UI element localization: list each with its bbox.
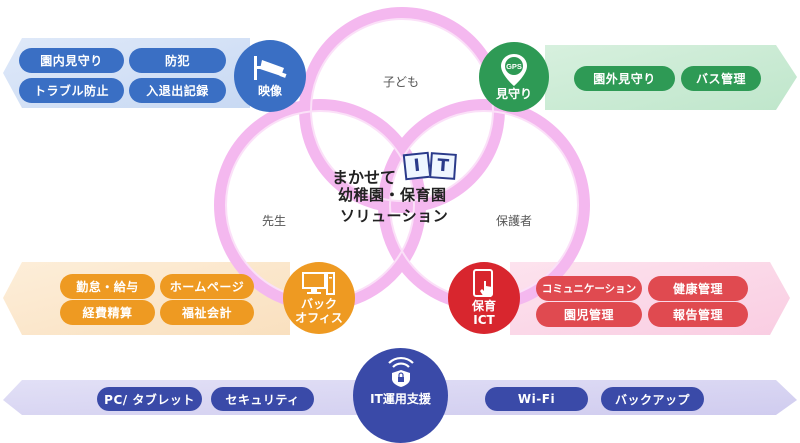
svg-text:GPS: GPS [506, 62, 522, 71]
ict-hub-label-1: 保育 [471, 299, 496, 313]
watch-item-1[interactable]: 園外見守り [574, 66, 675, 91]
video-item-3[interactable]: トラブル防止 [19, 78, 124, 103]
backoffice-hub-label-2: オフィス [295, 311, 343, 325]
ring-label-teacher: 先生 [262, 214, 287, 228]
ict-item-2[interactable]: 健康管理 [648, 276, 748, 301]
ict-hub[interactable]: 保育 ICT [448, 262, 520, 334]
video-item-4[interactable]: 入退出記録 [129, 78, 226, 103]
it-support-item-2[interactable]: セキュリティ [211, 387, 314, 411]
video-item-2[interactable]: 防犯 [129, 48, 226, 73]
wifi-shield-icon [387, 356, 414, 387]
backoffice-item-3[interactable]: 経費精算 [60, 300, 155, 325]
video-hub-label: 映像 [257, 84, 282, 98]
security-camera-icon [254, 56, 287, 80]
gps-pin-icon: GPS [501, 54, 527, 86]
it-support-hub[interactable]: IT運用支援 [353, 348, 448, 443]
it-support-item-1[interactable]: PC/ タブレット [97, 387, 202, 411]
it-support-item-4[interactable]: バックアップ [601, 387, 704, 411]
backoffice-hub[interactable]: バック オフィス [283, 262, 355, 334]
logo-it-i: I [402, 151, 432, 181]
backoffice-item-4[interactable]: 福祉会計 [160, 300, 254, 325]
ict-item-3[interactable]: 園児管理 [536, 302, 642, 327]
backoffice-hub-label-1: バック [300, 297, 337, 311]
ring-label-children: 子ども [383, 75, 420, 89]
ict-hub-label-2: ICT [473, 313, 495, 327]
ict-item-4[interactable]: 報告管理 [648, 302, 748, 327]
desktop-pc-icon [302, 272, 335, 295]
logo-line3: ソリューション [340, 207, 449, 225]
watch-hub[interactable]: GPS 見守り [479, 42, 549, 112]
venn-rings [214, 7, 590, 311]
it-support-hub-label: IT運用支援 [370, 392, 431, 406]
center-logo: まかせて I T 幼稚園・保育園 ソリューション [332, 151, 472, 232]
logo-line2: 幼稚園・保育園 [338, 186, 447, 204]
it-support-item-3[interactable]: Wi-Fi [485, 387, 588, 411]
logo-line1: まかせて [332, 168, 397, 187]
video-item-1[interactable]: 園内見守り [19, 48, 124, 73]
ring-label-guardian: 保護者 [496, 214, 533, 228]
logo-it-t: T [429, 152, 457, 180]
diagram-canvas: 子ども 先生 保護者 まかせて I T 幼稚園・保育園 ソリューション 園内見守… [3, 7, 797, 443]
watch-item-2[interactable]: バス管理 [681, 66, 761, 91]
backoffice-item-2[interactable]: ホームページ [160, 274, 254, 299]
video-hub[interactable]: 映像 [234, 40, 306, 112]
watch-hub-label: 見守り [495, 87, 532, 101]
backoffice-item-1[interactable]: 勤怠・給与 [60, 274, 155, 299]
ict-item-1[interactable]: コミュニケーション [536, 276, 642, 301]
tablet-touch-icon [473, 269, 493, 297]
